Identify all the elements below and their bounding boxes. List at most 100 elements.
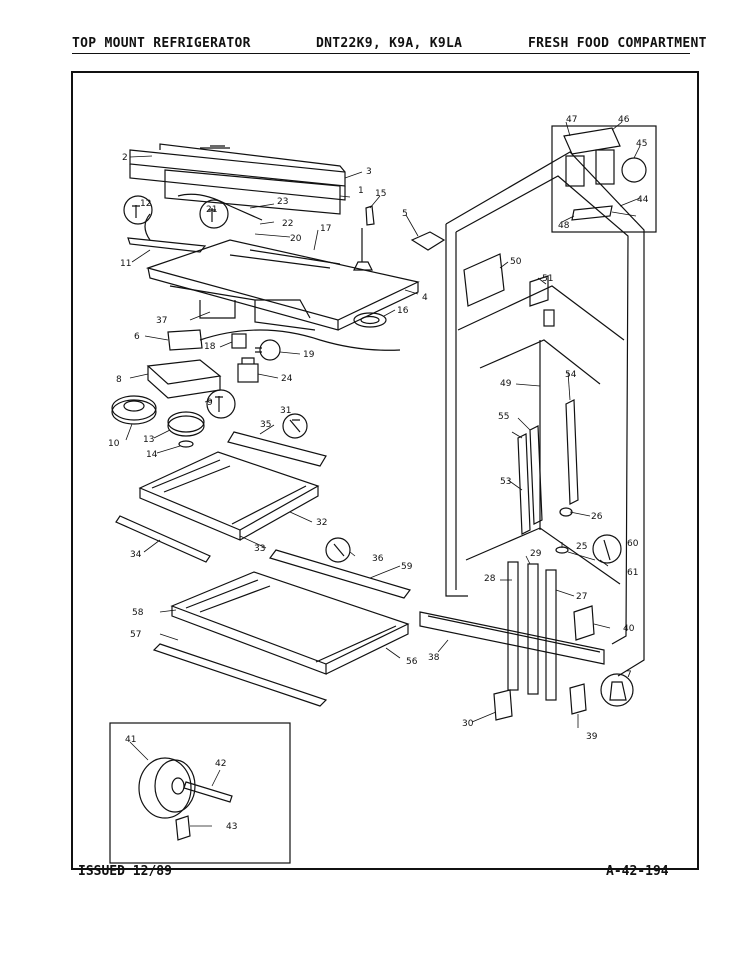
rail-53 (517, 433, 531, 535)
callout-39: 39 (586, 732, 598, 742)
knob-10 (111, 399, 157, 425)
callout-55: 55 (498, 412, 509, 422)
callout-35: 35 (260, 420, 271, 430)
callout-36: 36 (372, 554, 384, 564)
callout-38: 38 (428, 653, 440, 663)
callout-53: 53 (500, 477, 511, 487)
leader-lines (125, 121, 641, 827)
callout-37: 37 (156, 316, 167, 326)
diagram-frame (71, 71, 699, 870)
page-title: TOP MOUNT REFRIGERATOR (72, 36, 251, 51)
thermostat-6 (167, 329, 203, 351)
callout-34: 34 (130, 550, 142, 560)
callout-45: 45 (636, 139, 647, 149)
bracket-8 (146, 359, 222, 385)
callout-1: 1 (358, 186, 364, 196)
callout-51: 51 (542, 274, 553, 284)
bracket-30 (493, 689, 513, 721)
axle-42 (183, 781, 233, 803)
callout-28: 28 (484, 574, 496, 584)
callout-31: 31 (280, 406, 291, 416)
callout-22: 22 (282, 219, 293, 229)
inset-box-hinge (551, 125, 657, 233)
callout-2: 2 (122, 153, 128, 163)
part-5 (410, 231, 446, 251)
bracket-51 (529, 275, 549, 307)
callout-24: 24 (281, 374, 293, 384)
callout-48: 48 (558, 221, 570, 231)
detail-circle-31 (282, 413, 308, 439)
detail-circle-12 (123, 195, 153, 225)
callout-16: 16 (397, 306, 409, 316)
detail-circle-60 (592, 534, 622, 564)
callout-61: 61 (627, 568, 638, 578)
part-52 (543, 309, 555, 327)
callout-15: 15 (375, 189, 386, 199)
callout-27: 27 (576, 592, 587, 602)
callout-17: 17 (320, 224, 331, 234)
callout-47: 47 (566, 115, 577, 125)
callout-26: 26 (591, 512, 603, 522)
rail-54 (565, 399, 579, 505)
callout-5: 5 (402, 209, 408, 219)
callout-14: 14 (146, 450, 158, 460)
callout-18: 18 (204, 342, 216, 352)
clip-43 (175, 815, 191, 841)
callout-25: 25 (576, 542, 587, 552)
bracket-11 (127, 237, 207, 253)
callout-41: 41 (125, 735, 136, 745)
header-rule (72, 53, 690, 54)
callout-57: 57 (130, 630, 141, 640)
callout-6: 6 (134, 332, 140, 342)
callout-7: 7 (626, 670, 632, 680)
callout-9: 9 (207, 398, 213, 408)
bracket-39 (569, 683, 587, 715)
callout-8: 8 (116, 375, 122, 385)
lower-shelf (152, 571, 410, 707)
callout-60: 60 (627, 539, 639, 549)
drawing-number: A-42-194 (606, 864, 669, 879)
callout-29: 29 (530, 549, 542, 559)
bracket-40 (573, 605, 595, 641)
strip-34 (115, 515, 211, 563)
socket-18 (231, 333, 247, 349)
detail-circle-7 (600, 673, 634, 707)
washer-14 (178, 440, 194, 448)
callout-numbers: 1 2 3 4 5 6 7 8 9 10 11 12 13 14 15 16 1… (108, 115, 649, 832)
callout-54: 54 (565, 370, 577, 380)
callout-21: 21 (206, 205, 217, 215)
callout-49: 49 (500, 379, 512, 389)
detail-circle-9 (206, 389, 236, 419)
callout-44: 44 (637, 195, 649, 205)
issued-date: ISSUED 12/89 (78, 864, 172, 879)
callout-11: 11 (120, 259, 131, 269)
detail-circle-21 (199, 199, 229, 229)
switch-24 (237, 363, 259, 383)
callout-10: 10 (108, 439, 120, 449)
plate-50 (463, 253, 505, 307)
model-numbers: DNT22K9, K9A, K9LA (316, 36, 463, 51)
part-15 (365, 205, 375, 226)
rail-55 (529, 425, 543, 525)
cabinet-liner (445, 151, 645, 677)
top-plate (145, 239, 420, 331)
inset-box-roller (109, 722, 291, 864)
callout-33: 33 (254, 544, 265, 554)
callout-43: 43 (226, 822, 237, 832)
knob-13 (167, 415, 205, 437)
callout-3: 3 (366, 167, 372, 177)
callout-4: 4 (422, 293, 428, 303)
callout-30: 30 (462, 719, 474, 729)
callout-56: 56 (406, 657, 418, 667)
callout-19: 19 (303, 350, 315, 360)
callout-59: 59 (401, 562, 413, 572)
upper-shelf (115, 451, 320, 563)
ladder-29 (527, 563, 539, 695)
bulb-19 (259, 339, 281, 361)
strip-59 (269, 549, 411, 599)
callout-32: 32 (316, 518, 327, 528)
callout-50: 50 (510, 257, 522, 267)
callout-40: 40 (623, 624, 635, 634)
callout-42: 42 (215, 759, 226, 769)
